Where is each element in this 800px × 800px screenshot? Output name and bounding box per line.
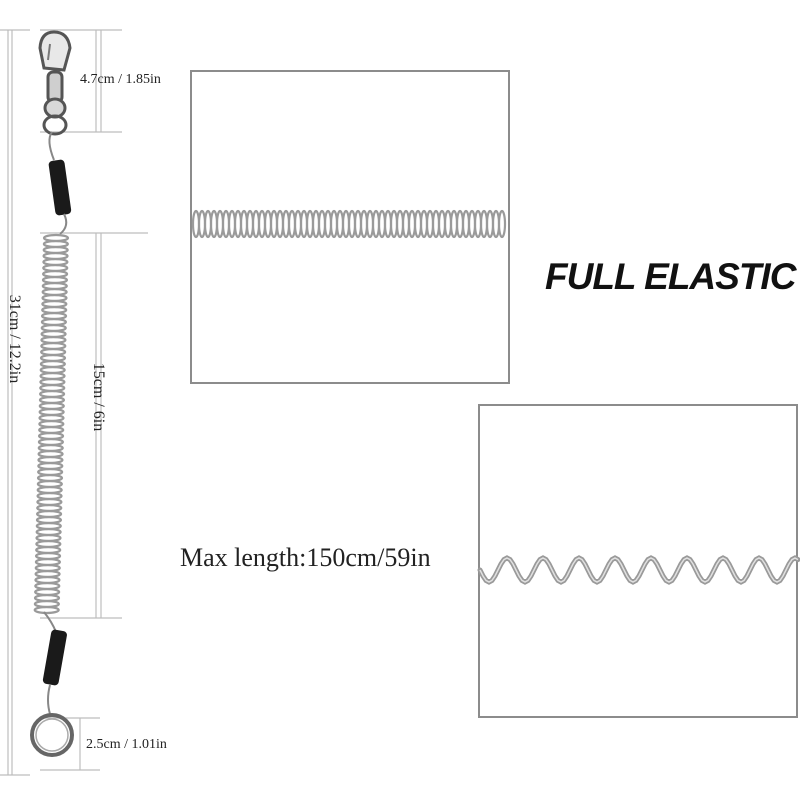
upper-sleeve: [48, 159, 72, 216]
lower-sleeve: [42, 629, 67, 686]
compressed-coil: [191, 209, 507, 239]
coil-loop: [497, 209, 507, 239]
coiled-lanyard-product: [30, 30, 74, 757]
headline: FULL ELASTIC: [545, 256, 796, 297]
key-ring-icon: [30, 713, 74, 757]
coil-loop: [33, 605, 60, 615]
total-length-label: 31cm / 12.2in: [6, 294, 23, 384]
max-length-label: Max length:150cm/59in: [180, 543, 431, 572]
clip-size-label: 4.7cm / 1.85in: [80, 72, 161, 87]
ring-size-label: 2.5cm / 1.01in: [86, 737, 167, 752]
stretched-coil: [477, 555, 800, 585]
carabiner-clip-icon: [38, 30, 72, 136]
coil-length-label: 15cm / 6in: [90, 362, 107, 432]
coil-spring: [33, 233, 70, 615]
